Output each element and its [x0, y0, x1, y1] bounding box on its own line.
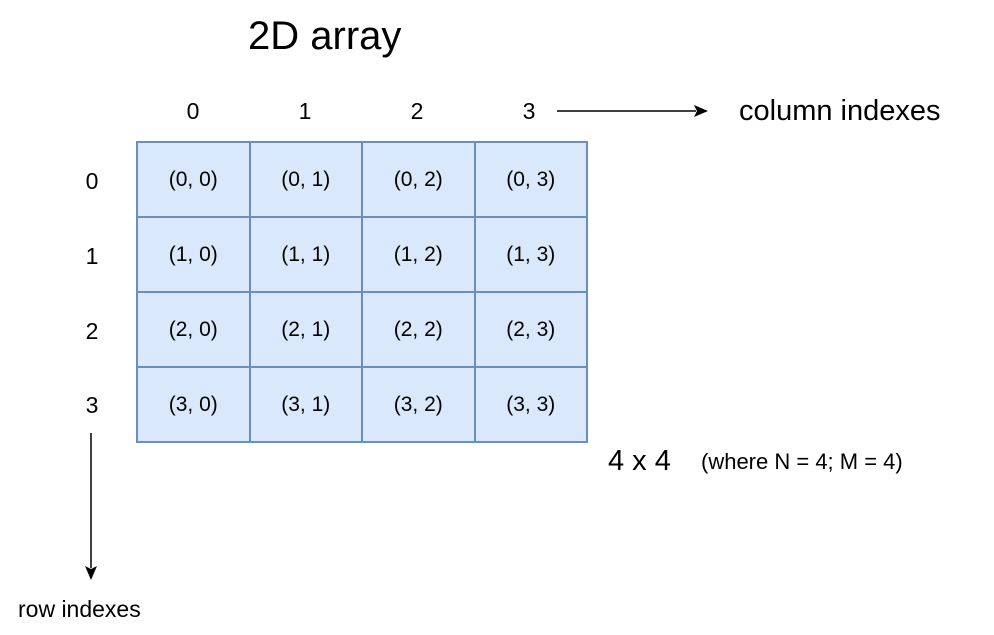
array-cell: (1, 2) — [362, 217, 475, 292]
array-cell: (3, 0) — [137, 367, 250, 442]
array-cell: (3, 2) — [362, 367, 475, 442]
column-index-2: 2 — [410, 98, 424, 124]
row-axis-label: row indexes — [18, 596, 141, 622]
column-index-0: 0 — [186, 98, 200, 124]
row-index-1: 1 — [85, 243, 99, 269]
row-index-3: 3 — [85, 392, 99, 418]
array-cell: (1, 1) — [249, 217, 362, 292]
array-cell: (0, 0) — [137, 142, 250, 217]
row-index-2: 2 — [85, 318, 99, 344]
array-grid: (0, 0) (0, 1) (0, 2) (0, 3) (1, 0) (1, 1… — [136, 141, 588, 443]
array-cell: (0, 2) — [362, 142, 475, 217]
array-cell: (3, 3) — [474, 367, 587, 442]
array-dimensions: 4 x 4 — [608, 445, 671, 477]
array-cell: (1, 0) — [137, 217, 250, 292]
array-cell: (3, 1) — [249, 367, 362, 442]
row-axis-arrow — [85, 433, 97, 580]
array-cell: (1, 3) — [474, 217, 587, 292]
column-index-3: 3 — [522, 98, 536, 124]
row-index-0: 0 — [85, 168, 99, 194]
array-cell: (2, 1) — [249, 292, 362, 367]
array-cell: (0, 3) — [474, 142, 587, 217]
array-cell: (0, 1) — [249, 142, 362, 217]
dimensions-note: (where N = 4; M = 4) — [701, 449, 903, 474]
column-index-1: 1 — [298, 98, 312, 124]
diagram-title: 2D array — [248, 14, 402, 58]
array-cell: (2, 0) — [137, 292, 250, 367]
column-axis-label: column indexes — [739, 95, 941, 127]
array-cell: (2, 2) — [362, 292, 475, 367]
array-cell: (2, 3) — [474, 292, 587, 367]
